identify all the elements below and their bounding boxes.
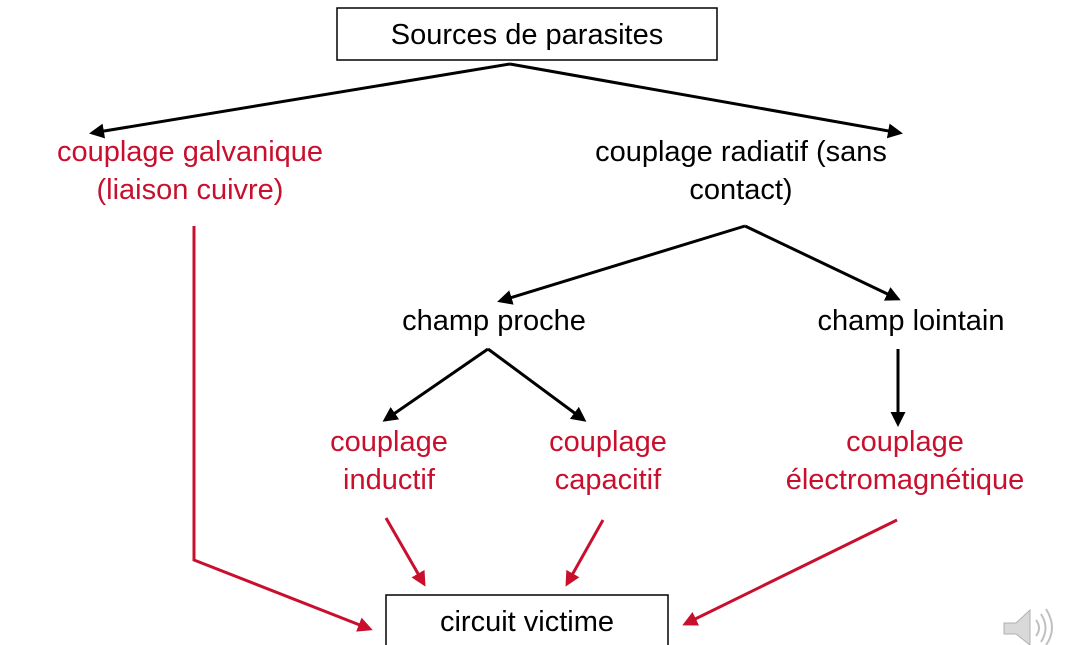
inductif-label-line2: inductif [343,464,436,496]
radiatif-label-line1: couplage radiatif (sans [595,136,887,168]
edge-radiatif-to-lointain [744,224,901,301]
inductif-label-line1: couplage [330,426,448,458]
edge-galvanique-to-victime [192,226,373,632]
capacitif-label-line1: couplage [549,426,667,458]
electro-label-line1: couplage [846,426,964,458]
victime-label: circuit victime [440,606,614,638]
edge-electro-to-victime [682,518,898,626]
champ-lointain-label: champ lointain [818,305,1005,337]
victime-box [385,594,669,645]
edge-proche-to-capacitif [487,347,587,422]
galvanique-label-line2: (liaison cuivre) [97,174,284,206]
electro-label-line2: électromagnétique [786,464,1025,496]
galvanique-label-line1: couplage galvanique [57,136,323,168]
edge-radiatif-to-proche [497,224,746,305]
sources-box [336,7,718,61]
edge-sources-to-radiatif [509,62,903,139]
champ-proche-label: champ proche [402,305,586,337]
edge-proche-to-inductif [382,347,489,422]
capacitif-label-line2: capacitif [555,464,662,496]
speaker-icon[interactable] [1003,608,1053,645]
edge-capacitif-to-victime [565,519,605,587]
sources-label: Sources de parasites [391,19,663,51]
edge-sources-to-galvanique [89,62,511,139]
edge-inductif-to-victime [384,517,426,587]
radiatif-label-line2: contact) [689,174,792,206]
